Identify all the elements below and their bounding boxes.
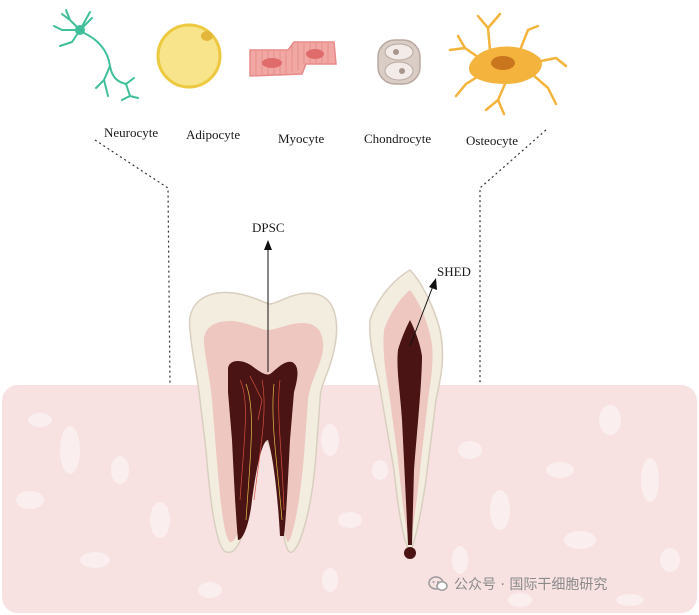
adipocyte-icon <box>156 23 222 89</box>
osteocyte-icon <box>448 12 568 116</box>
label-chondrocyte: Chondrocyte <box>364 131 432 146</box>
label-osteocyte: Osteocyte <box>466 133 518 148</box>
label-dpsc: DPSC <box>252 220 285 235</box>
label-neurocyte: Neurocyte <box>104 125 159 140</box>
label-myocyte: Myocyte <box>278 131 325 146</box>
wechat-icon <box>428 576 448 591</box>
gum-tissue <box>2 385 697 613</box>
deciduous-tooth <box>368 269 444 559</box>
shed-arrow <box>409 278 437 347</box>
left-connector <box>94 139 171 386</box>
neurocyte-icon <box>53 9 139 101</box>
watermark-text: 公众号 · 国际干细胞研究 <box>454 577 608 593</box>
myocyte-icon <box>249 41 337 77</box>
label-adipocyte: Adipocyte <box>186 127 241 142</box>
right-connector <box>479 129 547 385</box>
permanent-tooth <box>188 291 338 554</box>
label-shed: SHED <box>437 264 471 279</box>
watermark: 公众号 · 国际干细胞研究 <box>428 574 607 594</box>
chondrocyte-icon <box>377 39 421 85</box>
dpsc-arrow <box>264 240 272 372</box>
